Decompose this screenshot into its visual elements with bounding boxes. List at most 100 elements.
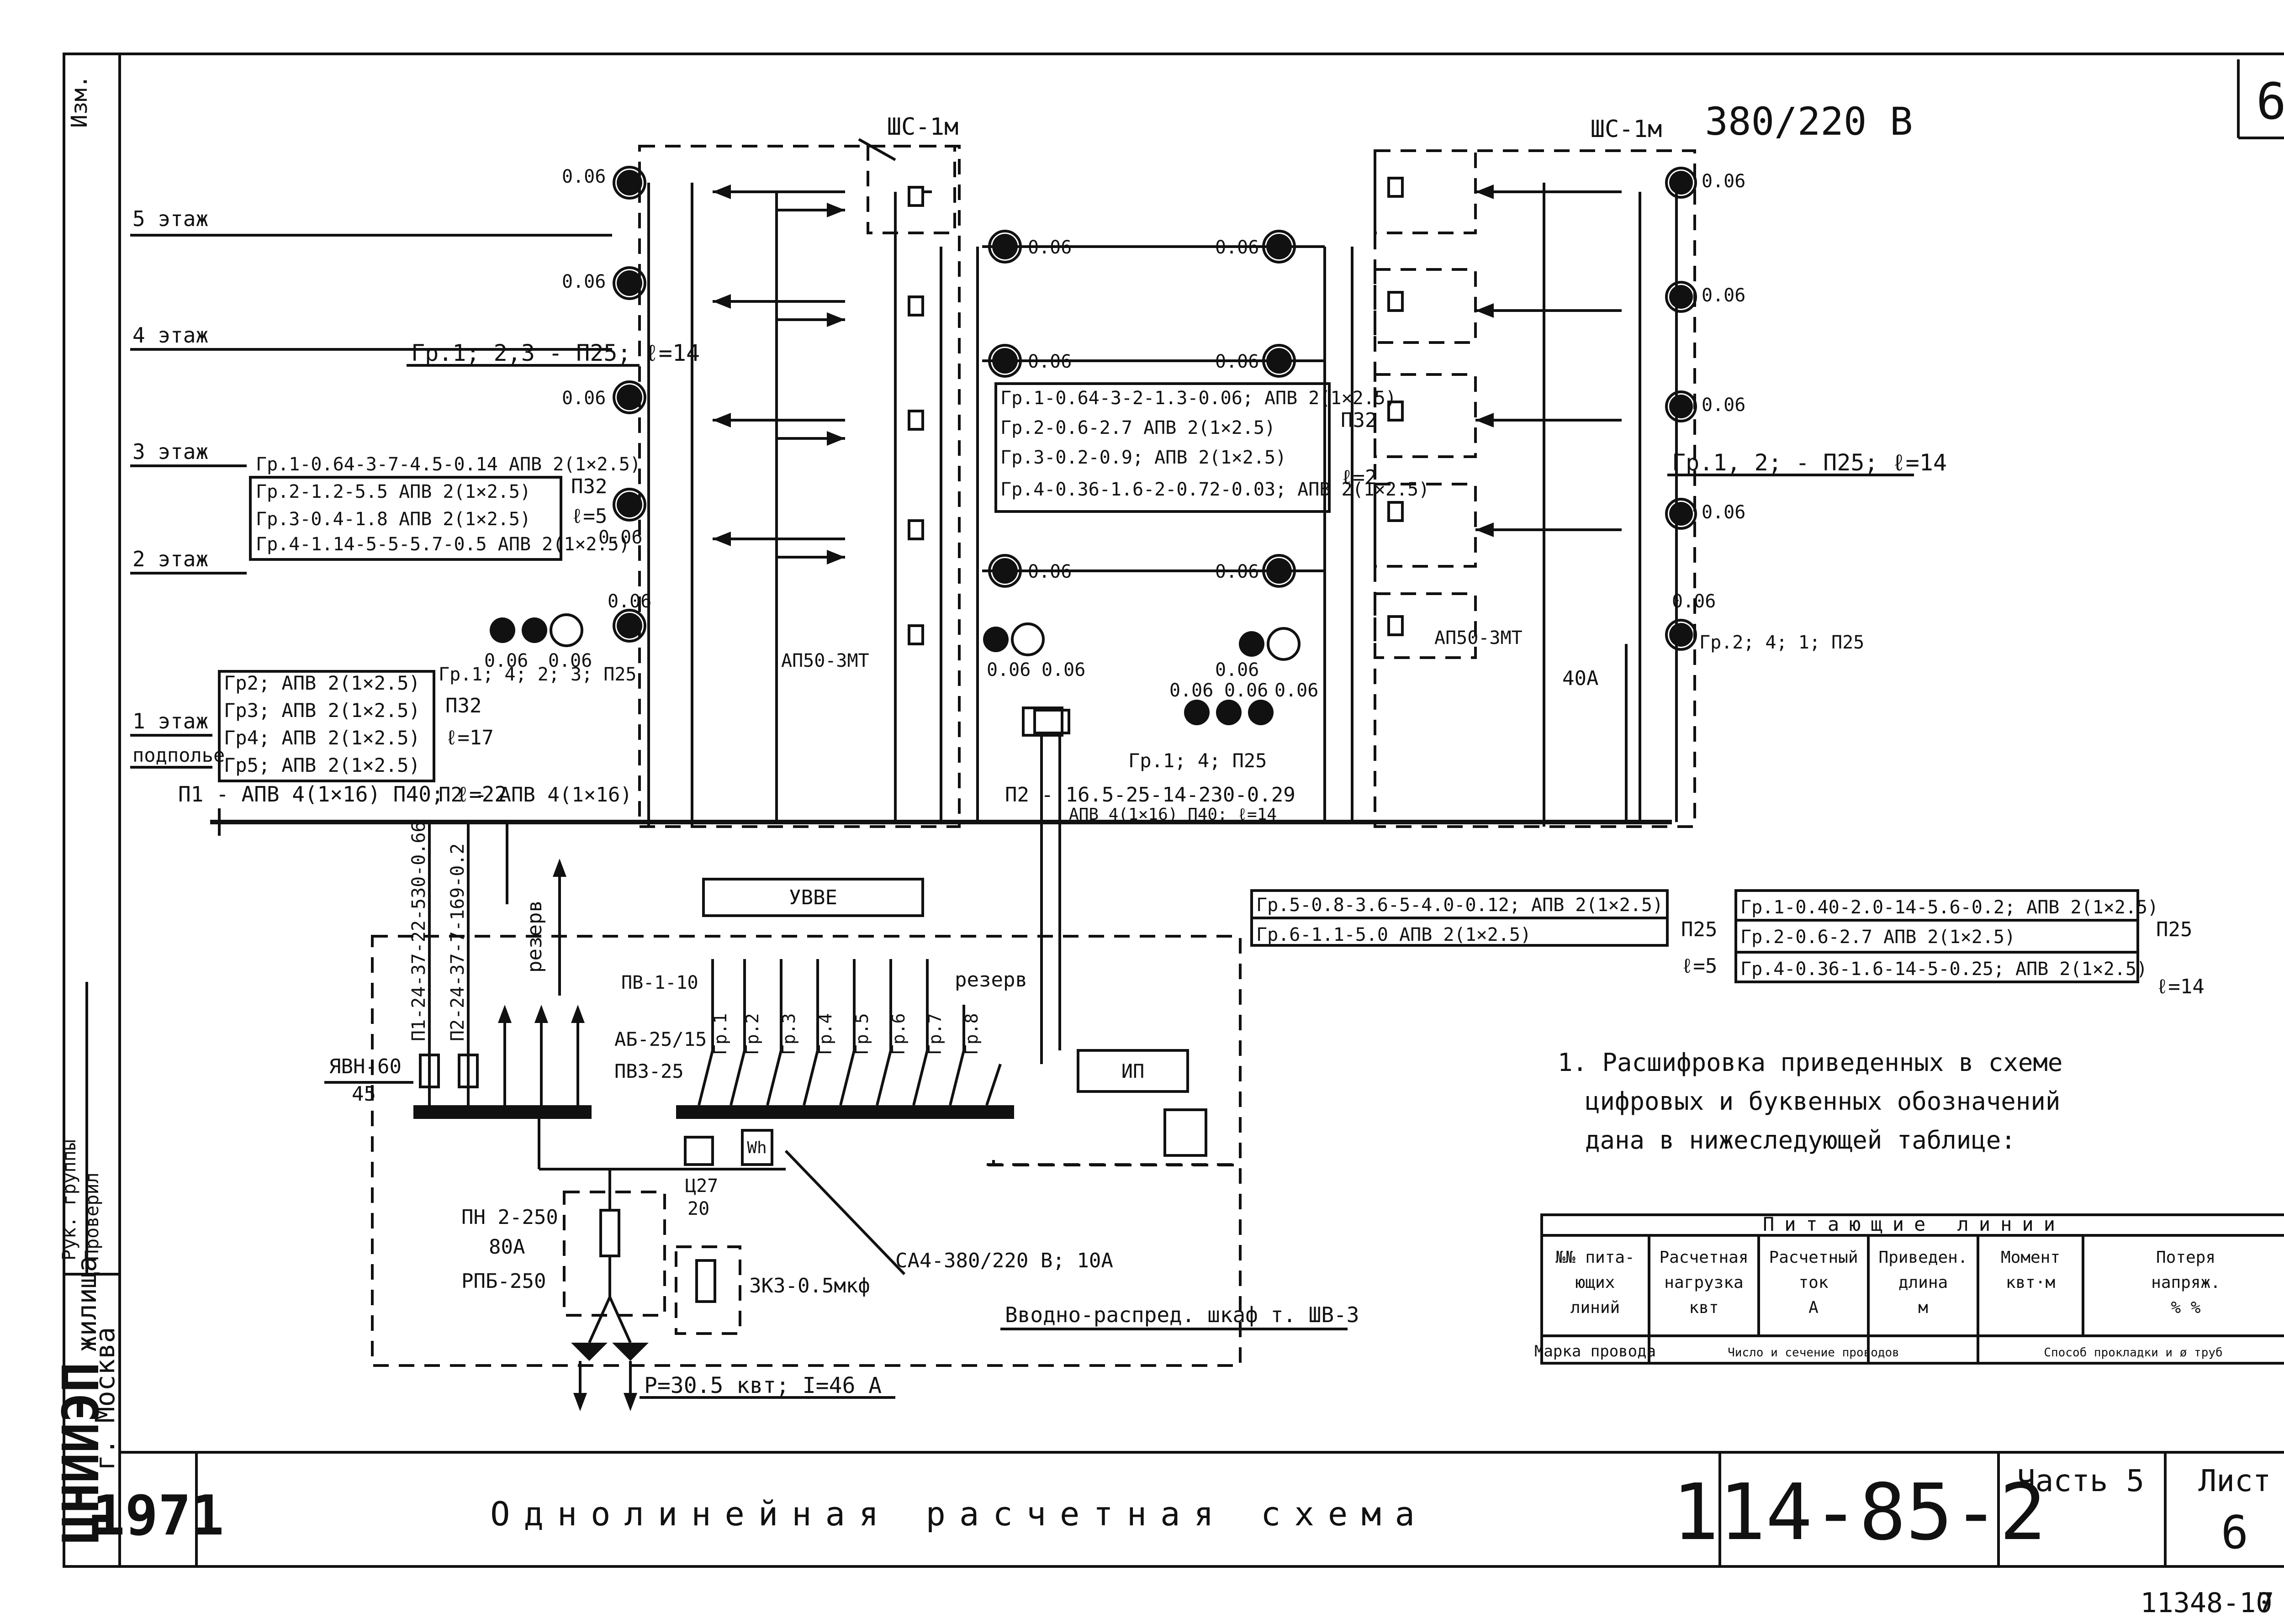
center-lamp-column <box>982 230 1353 822</box>
svg-text:1. Расшифровка приведенных в с: 1. Расшифровка приведенных в схеме <box>1558 1048 2062 1077</box>
svg-text:0.06: 0.06 <box>548 650 592 671</box>
svg-text:Гр.3-0.2-0.9; АПВ 2(1×2.5): Гр.3-0.2-0.9; АПВ 2(1×2.5) <box>1000 447 1286 468</box>
floor-label-3: 3 этаж <box>132 439 208 464</box>
svg-text:ℓ=2: ℓ=2 <box>1341 466 1377 489</box>
ab-label: АБ-25/15 <box>614 1028 707 1050</box>
breaker-group-1: Гр.1 <box>710 1013 730 1055</box>
capacitor-label: 3КЗ-0.5мкф <box>749 1274 870 1297</box>
wattmeter-label: Wh <box>747 1139 767 1157</box>
wattmeter-box <box>741 1129 773 1166</box>
svg-text:Потеря: Потеря <box>2156 1248 2215 1267</box>
ip-relay-box <box>1077 1049 1189 1093</box>
svg-text:ток: ток <box>1798 1273 1828 1292</box>
svg-text:0.06: 0.06 <box>1702 395 1745 416</box>
reserve-arrows-left <box>498 859 585 1105</box>
svg-text:Гр4; АПВ 2(1×2.5): Гр4; АПВ 2(1×2.5) <box>224 727 420 749</box>
meter-box <box>684 1136 714 1166</box>
lamp-values-center: 0.06 0.06 0.06 0.06 0.06 0.06 0.06 0.06 … <box>987 237 1318 701</box>
feeder-p2-label: П2 - АПВ 4(1×16) <box>439 783 632 807</box>
svg-text:Способ прокладки и ø труб: Способ прокладки и ø труб <box>2044 1346 2222 1360</box>
stairwell-block: Гр.5-0.8-3.6-5-4.0-0.12; АПВ 2(1×2.5) Гр… <box>1250 889 1717 978</box>
cabinet-type-label: Вводно-распред. шкаф т. ШВ-3 <box>1005 1302 1359 1327</box>
yvve-label: УВВЕ <box>789 886 837 909</box>
distribution-cabinet-box <box>371 935 1242 1367</box>
pv-label: ПВ-1-10 <box>621 972 698 993</box>
floor-label-5: 5 этаж <box>132 206 208 231</box>
breaker-group-7: Гр.7 <box>925 1013 945 1055</box>
fuse-pn2-label: ПН 2-250 <box>461 1206 558 1229</box>
svg-text:напряж.: напряж. <box>2151 1273 2221 1292</box>
svg-text:дана в нижеследующей таблице:: дана в нижеследующей таблице: <box>1585 1126 2016 1155</box>
part-label: Часть 5 <box>2017 1463 2144 1498</box>
svg-text:П25: П25 <box>2156 918 2192 941</box>
cabinet-label-right: ШС-1м <box>1591 116 1662 143</box>
relay-coil-icon <box>1163 1108 1207 1157</box>
svg-text:П32: П32 <box>571 475 607 498</box>
breaker-group-4: Гр.4 <box>815 1013 835 1055</box>
svg-text:Гр.1-0.64-3-7-4.5-0.14 АПВ 2(1: Гр.1-0.64-3-7-4.5-0.14 АПВ 2(1×2.5) <box>256 454 641 475</box>
footer-code: 11348-10 <box>2141 1587 2273 1619</box>
svg-text:0.06: 0.06 <box>1274 680 1318 701</box>
sheet-number: 6 <box>2221 1506 2248 1559</box>
lamp-values-right: 0.06 0.06 0.06 0.06 0.06 <box>1672 171 1745 612</box>
svg-text:0.06: 0.06 <box>1215 659 1259 680</box>
svg-text:0.06: 0.06 <box>1028 237 1072 258</box>
svg-text:0.06: 0.06 <box>1215 561 1259 582</box>
svg-text:0.06: 0.06 <box>1224 680 1268 701</box>
svg-text:ющих: ющих <box>1576 1273 1615 1292</box>
svg-text:0.06: 0.06 <box>484 650 528 671</box>
org-label: ЦНИИЭП <box>52 1362 110 1544</box>
svg-text:Гр.6-1.1-5.0 АПВ 2(1×2.5): Гр.6-1.1-5.0 АПВ 2(1×2.5) <box>1256 924 1531 945</box>
svg-text:Гр5; АПВ 2(1×2.5): Гр5; АПВ 2(1×2.5) <box>224 754 420 776</box>
breaker-group-8: Гр.8 <box>962 1013 982 1055</box>
svg-text:0.06: 0.06 <box>1169 680 1213 701</box>
svg-text:Расчетный: Расчетный <box>1769 1248 1858 1267</box>
document-number: 114-85-2 <box>1672 1467 2046 1558</box>
legend-table: Питающие линии №№ пита- ющих линий Расче… <box>1534 1213 2284 1365</box>
legend-title: Питающие линии <box>1763 1213 2065 1235</box>
svg-text:0.06: 0.06 <box>1028 351 1072 372</box>
rpb-label: РПБ-250 <box>461 1270 546 1293</box>
svg-text:квт·м: квт·м <box>2006 1273 2055 1292</box>
sheet-corner-label: 6 <box>2256 72 2284 131</box>
svg-text:Приведен.: Приведен. <box>1878 1248 1967 1267</box>
breaker-group-3: Гр.3 <box>779 1013 799 1055</box>
svg-text:0.06: 0.06 <box>598 527 642 548</box>
svg-text:Гр.3-0.4-1.8 АПВ 2(1×2.5): Гр.3-0.4-1.8 АПВ 2(1×2.5) <box>256 509 531 530</box>
drawing-title: Однолинейная расчетная схема <box>490 1495 1428 1533</box>
group-block-left: Гр.1-0.64-3-7-4.5-0.14 АПВ 2(1×2.5) Гр.2… <box>249 454 641 561</box>
busbar-left <box>413 1105 592 1119</box>
svg-text:0.06: 0.06 <box>1702 171 1745 192</box>
breaker-group-5: Гр.5 <box>852 1013 872 1055</box>
floor-label-1: 1 этаж <box>132 709 208 733</box>
svg-text:Гр.2-1.2-5.5 АПВ 2(1×2.5): Гр.2-1.2-5.5 АПВ 2(1×2.5) <box>256 481 531 502</box>
svg-text:Гр.1-0.64-3-2-1.3-0.06; АПВ 2(: Гр.1-0.64-3-2-1.3-0.06; АПВ 2(1×2.5) <box>1000 388 1396 409</box>
svg-text:Гр3; АПВ 2(1×2.5): Гр3; АПВ 2(1×2.5) <box>224 699 420 722</box>
svg-text:0.06: 0.06 <box>562 271 606 292</box>
riser-note-right-3f: Гр.1, 2; - П25; ℓ=14 <box>1672 449 1947 476</box>
riser-note-left-4f: Гр.1; 2,3 - П25; ℓ=14 <box>411 340 700 366</box>
year-label: 1971 <box>92 1484 224 1548</box>
cable-label: ЯВН-60 <box>329 1055 402 1078</box>
power-label: P=30.5 квт; I=46 А <box>644 1373 882 1398</box>
riser-note-right-1f: Гр.2; 4; 1; П25 <box>1699 632 1864 653</box>
svg-text:0.06: 0.06 <box>1215 237 1259 258</box>
reserve-label-right: резерв <box>955 968 1027 991</box>
cabinet-label-left: ШС-1м <box>887 113 959 141</box>
lamp-values-left: 0.06 0.06 0.06 0.06 0.06 0.06 0.06 <box>484 166 651 671</box>
switch-apv-right: АП50-3МТ <box>1434 627 1523 649</box>
lamp-icons-left <box>490 166 646 647</box>
ip-label: ИП <box>1121 1060 1145 1082</box>
svg-text:Гр.2-0.6-2.7 АПВ 2(1×2.5): Гр.2-0.6-2.7 АПВ 2(1×2.5) <box>1000 417 1275 438</box>
svg-text:Момент: Момент <box>2001 1248 2060 1267</box>
svg-text:линий: линий <box>1570 1298 1620 1317</box>
signature-row-1: Рук. группы <box>59 1139 80 1260</box>
rpb-box <box>563 1191 666 1317</box>
capacitor-icon <box>695 1259 716 1303</box>
voltage-label: 380/220 В <box>1705 99 1913 144</box>
svg-text:Гр.4-1.14-5-5-5.7-0.5 АПВ 2(1×: Гр.4-1.14-5-5-5.7-0.5 АПВ 2(1×2.5) <box>256 534 630 555</box>
svg-text:Гр.5-0.8-3.6-5-4.0-0.12; АПВ 2: Гр.5-0.8-3.6-5-4.0-0.12; АПВ 2(1×2.5) <box>1256 895 1663 916</box>
svg-text:П25: П25 <box>1681 918 1717 941</box>
feeder-p2-vertical: П2-24-37-7-169-0.2 <box>447 844 468 1041</box>
